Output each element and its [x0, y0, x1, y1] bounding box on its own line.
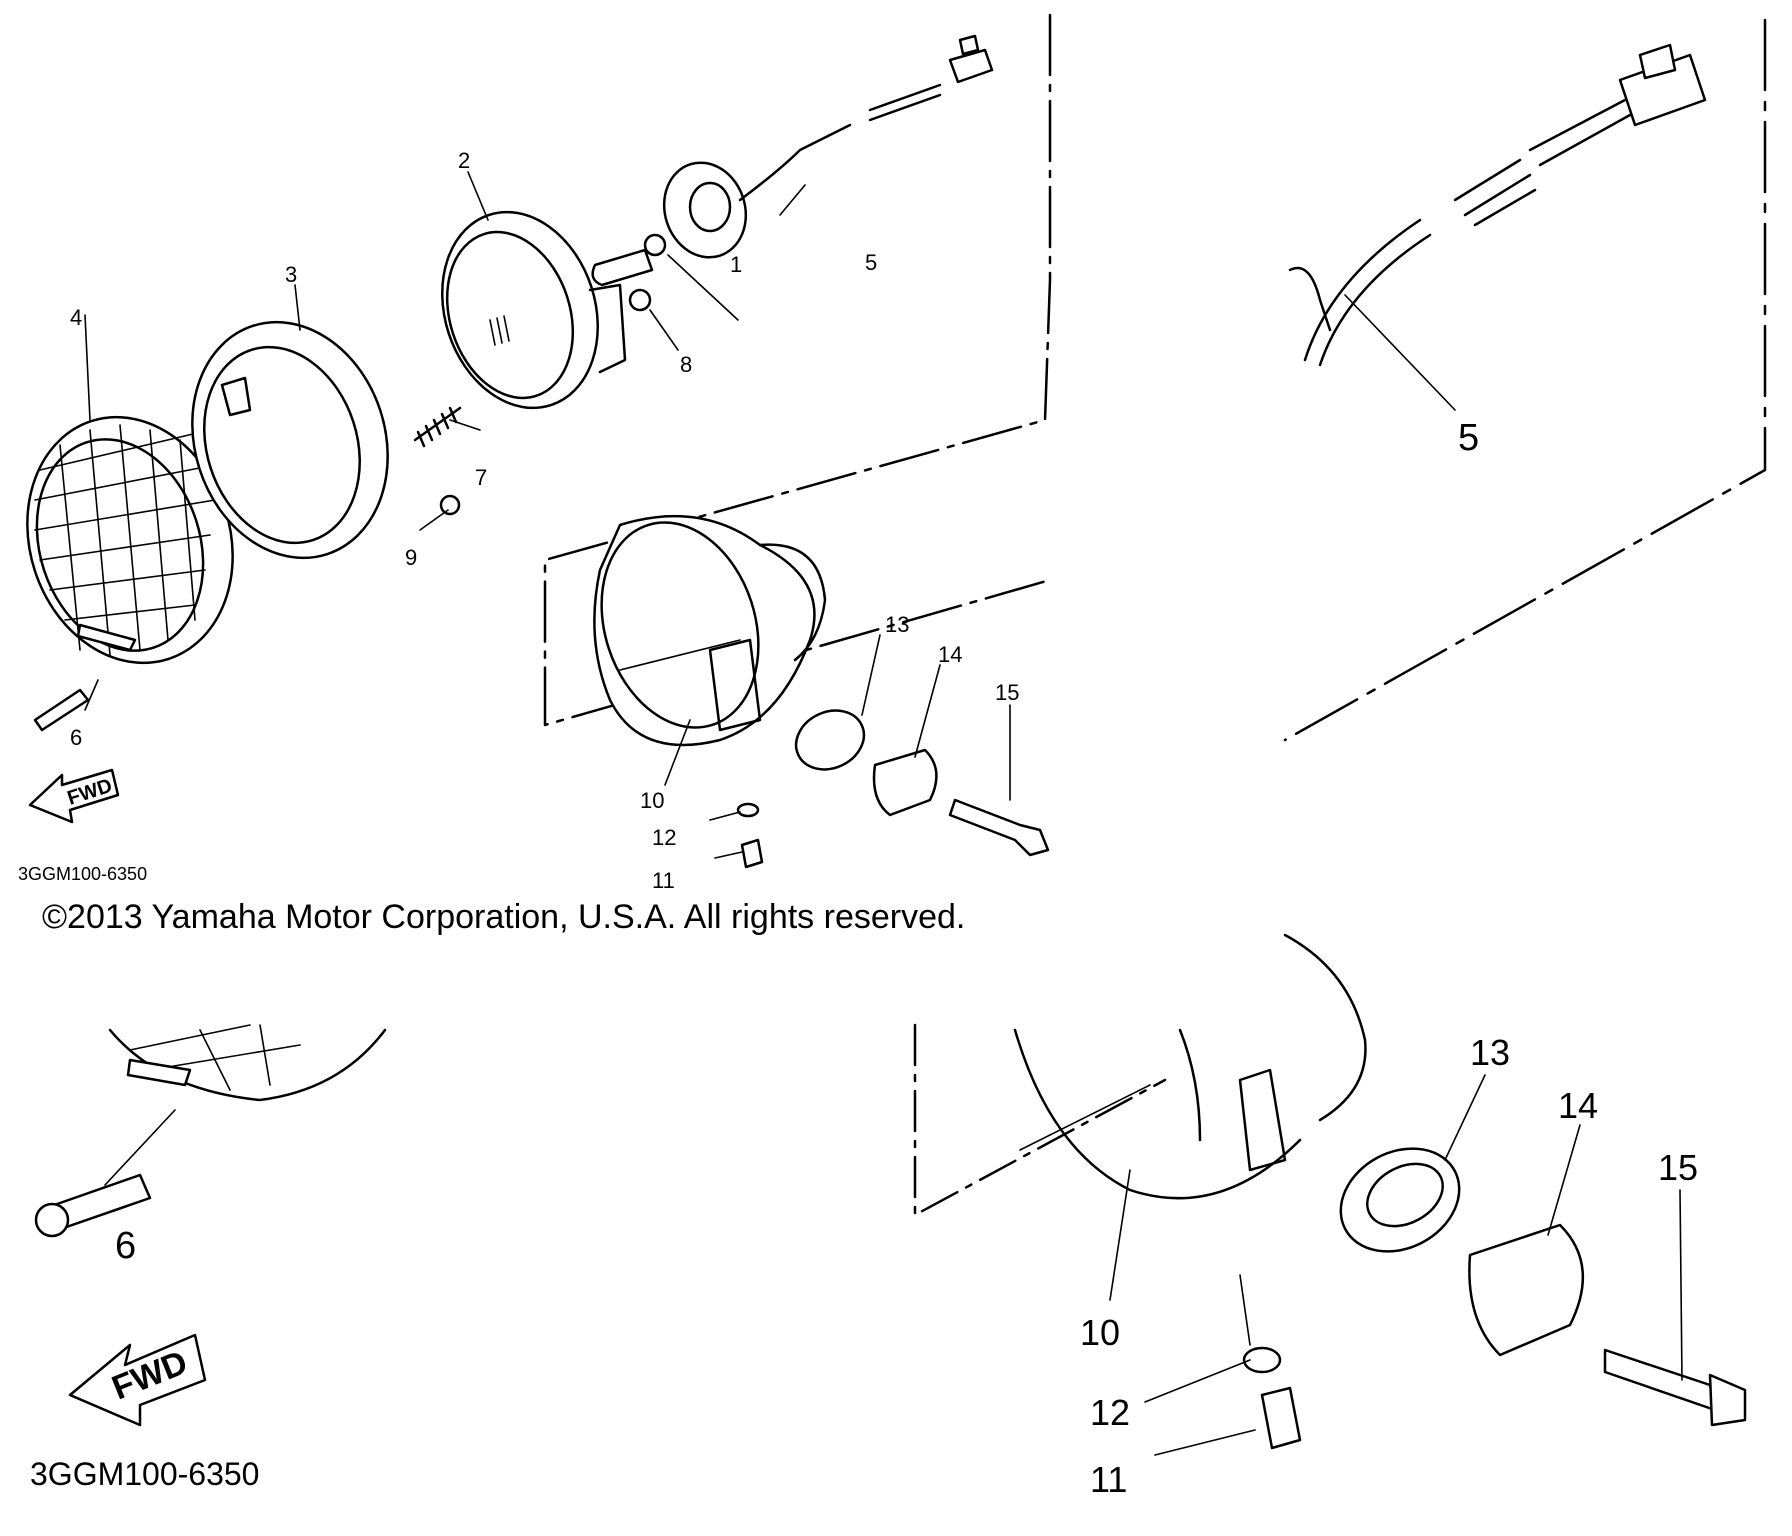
callout-2: 2 [458, 148, 470, 173]
part-4-headlight-guard [26, 415, 234, 665]
callout-10: 10 [640, 788, 664, 813]
part-12-washer [736, 802, 760, 818]
fwd-arrow: FWD [28, 768, 120, 824]
callout-7: 7 [475, 465, 487, 490]
part-5-socket-cord [662, 34, 994, 259]
part-10-headlight-housing [593, 514, 827, 747]
copyright-text: ©2013 Yamaha Motor Corporation, U.S.A. A… [42, 898, 966, 936]
zoom-part-code: 3GGM100-6350 [30, 1456, 259, 1492]
zoom-top-right-cord: 5 [1283, 18, 1767, 742]
part-code: 3GGM100-6350 [18, 864, 147, 884]
callout-5: 5 [865, 250, 877, 275]
part-6-screw [33, 688, 90, 732]
callout-6: 6 [70, 725, 82, 750]
callout-8: 8 [680, 352, 692, 377]
part-3-headlight-rim [191, 320, 389, 560]
zoom-part-14-cap [1468, 1223, 1585, 1357]
part-15-bolt [948, 798, 1050, 857]
part-11-screw [740, 838, 764, 869]
callout-15: 15 [995, 680, 1019, 705]
zoom-callout-15: 15 [1658, 1147, 1698, 1188]
zoom-callout-6: 6 [115, 1225, 136, 1267]
zoom-part-11-screw [1260, 1386, 1302, 1450]
part-9-screw [439, 494, 461, 516]
callout-4: 4 [70, 305, 82, 330]
zoom-bottom-right: 10 11 12 13 14 15 [913, 933, 1747, 1500]
zoom-callout-14: 14 [1558, 1085, 1598, 1126]
zoom-part-13-grommet [1339, 1147, 1461, 1253]
part-8-nut [628, 288, 652, 312]
callout-13: 13 [885, 612, 909, 637]
zoom-callout-12: 12 [1090, 1392, 1130, 1433]
part-7-spring [413, 406, 462, 448]
zoom-callout-11: 11 [1090, 1459, 1127, 1500]
part-14-cap [872, 748, 938, 817]
callout-11: 11 [652, 868, 675, 893]
callout-3: 3 [285, 262, 297, 287]
callout-12: 12 [652, 825, 676, 850]
part-1-bulb [591, 233, 667, 287]
zoom-fwd-arrow [68, 1333, 207, 1427]
zoom-part-12-washer [1242, 1346, 1282, 1374]
main-diagram: 1 2 3 4 5 6 7 8 9 10 11 12 13 14 15 FWD … [18, 13, 1052, 893]
part-13-grommet [794, 709, 866, 771]
zoom-callout-5: 5 [1458, 417, 1479, 459]
zoom-callout-10: 10 [1080, 1312, 1120, 1353]
zoom-callout-13: 13 [1470, 1032, 1510, 1073]
callout-1: 1 [730, 252, 742, 277]
callout-14: 14 [938, 642, 962, 667]
part-2-headlight-lens-unit [441, 210, 627, 410]
zoom-part-15-bolt [1603, 1348, 1717, 1412]
zoom-bottom-left: 6 FWD 3GGM100-6350 [30, 1024, 387, 1492]
callout-9: 9 [405, 545, 417, 570]
